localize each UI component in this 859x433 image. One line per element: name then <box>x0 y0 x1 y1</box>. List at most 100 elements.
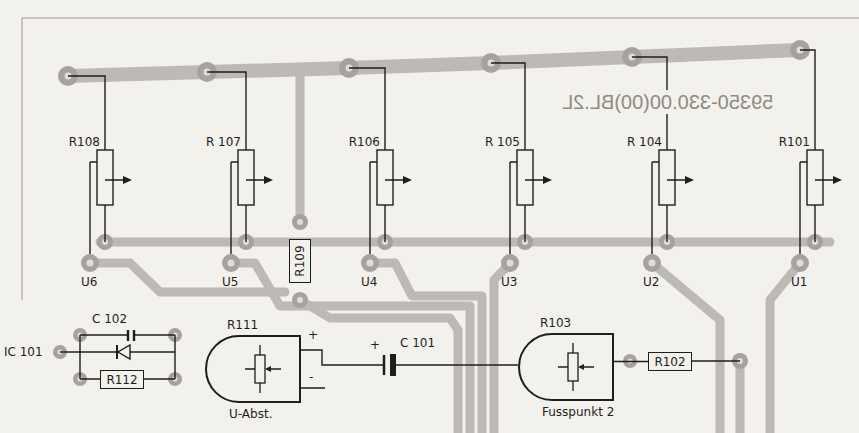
part-number: R109 <box>293 245 307 276</box>
capacitor-symbol <box>128 330 134 341</box>
signal-name: U4 <box>361 275 377 289</box>
capacitor-plate <box>383 355 386 375</box>
part-function: Fusspunkt 2 <box>542 405 614 419</box>
resistor-symbol <box>807 150 823 205</box>
housing-outline <box>519 334 613 400</box>
potentiometer-symbol <box>349 68 412 254</box>
copper-trace <box>100 238 830 247</box>
polarity-mark: + <box>308 328 318 342</box>
resistor-symbol <box>659 150 675 205</box>
part-number: IC 101 <box>4 345 43 359</box>
potentiometer-symbol <box>68 76 132 254</box>
resistor-symbol <box>238 150 254 205</box>
copper-trace <box>370 263 482 433</box>
potentiometer-symbol <box>207 72 273 254</box>
solder-pad <box>292 292 308 308</box>
resistor-symbol <box>517 150 533 205</box>
polarity-mark: - <box>309 370 313 384</box>
wire <box>800 162 835 254</box>
diode-symbol <box>118 345 130 359</box>
signal-name: U3 <box>501 275 517 289</box>
copper-trace <box>736 361 745 433</box>
potentiometer-symbol <box>491 63 552 254</box>
resistor-symbol <box>255 355 265 383</box>
resistor-body: R109 <box>289 239 311 283</box>
wiper-arrow <box>543 176 552 184</box>
wire <box>510 162 545 254</box>
part-number: C 101 <box>400 336 435 350</box>
resistor-symbol <box>568 353 578 381</box>
pad-hole <box>797 260 804 267</box>
trimmer-housing: R103Fusspunkt 2 <box>518 333 614 401</box>
pad-hole <box>367 260 374 267</box>
pad-hole <box>507 260 514 267</box>
wiper-arrow <box>403 176 412 184</box>
part-number: R108 <box>69 135 100 149</box>
potentiometer-symbol <box>632 57 694 254</box>
trimmer-outline <box>205 335 301 403</box>
resistor-symbol <box>97 150 113 205</box>
pad-hole <box>297 219 303 225</box>
part-number: R103 <box>540 316 571 330</box>
wire <box>370 162 405 254</box>
pad-hole <box>87 260 94 267</box>
pad-hole <box>649 260 656 267</box>
diode-bar <box>116 345 118 359</box>
solder-pad <box>222 254 240 272</box>
wire <box>301 350 384 388</box>
wire <box>396 364 518 365</box>
copper-trace <box>296 70 305 222</box>
mirrored-board-code: 59350-330.00(00)BL.2L <box>560 90 775 114</box>
solder-pad <box>81 254 99 272</box>
solder-pads <box>53 40 823 386</box>
capacitor-plate <box>390 354 396 376</box>
part-number: R112 <box>106 373 137 387</box>
wire <box>90 162 125 254</box>
wire <box>652 162 687 254</box>
wire <box>349 68 385 150</box>
part-number: R111 <box>227 318 258 332</box>
wire <box>68 76 105 150</box>
resistor-body: R102 <box>648 352 692 371</box>
part-number: R 105 <box>485 135 520 149</box>
part-number: R101 <box>779 135 810 149</box>
housing-outline <box>206 336 300 402</box>
copper-trace <box>300 300 458 433</box>
wire <box>231 162 266 254</box>
wiper-arrow <box>578 364 584 370</box>
signal-name: U5 <box>222 275 238 289</box>
potentiometer-symbol <box>800 50 842 254</box>
signal-name: U6 <box>81 275 97 289</box>
part-number: R102 <box>654 355 685 369</box>
solder-pad <box>791 254 809 272</box>
part-number: R 107 <box>206 135 241 149</box>
resistor-body: R112 <box>100 370 144 389</box>
wiper-arrow <box>123 176 132 184</box>
part-function: U-Abst. <box>229 407 272 421</box>
wire <box>245 345 281 393</box>
wiper-arrow <box>264 176 273 184</box>
trimmer-outline <box>518 333 614 401</box>
board-frame <box>22 18 859 300</box>
wiper-arrow <box>833 176 842 184</box>
signal-name: U1 <box>791 275 807 289</box>
pad-hole <box>228 260 235 267</box>
trimmer-housing: R111U-Abst. <box>205 335 301 403</box>
solder-pad <box>501 254 519 272</box>
solder-pad <box>643 254 661 272</box>
pad-hole <box>297 297 303 303</box>
signal-name: U2 <box>643 275 659 289</box>
part-number: R 104 <box>627 135 662 149</box>
wiper-arrow <box>685 176 694 184</box>
solder-pad <box>292 214 308 230</box>
part-number: C 102 <box>92 312 127 326</box>
copper-trace <box>652 263 720 433</box>
part-number: R106 <box>349 135 380 149</box>
wire <box>558 343 594 391</box>
resistor-symbol <box>377 150 393 205</box>
wire-connector <box>614 361 648 362</box>
solder-pad <box>361 254 379 272</box>
